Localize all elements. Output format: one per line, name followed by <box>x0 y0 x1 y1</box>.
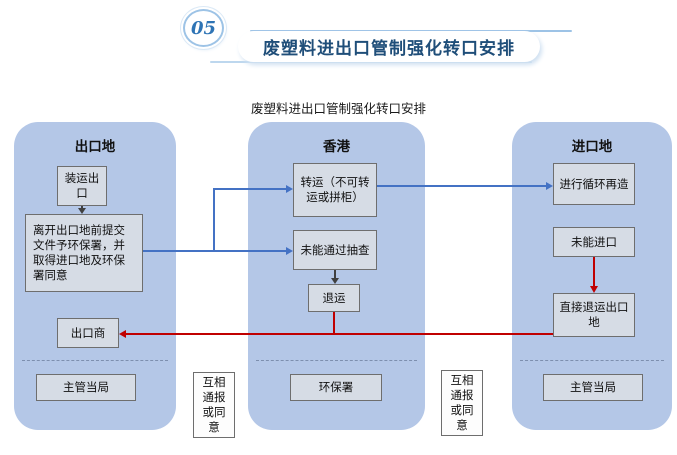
direct-return-box: 直接退运出口地 <box>553 293 635 337</box>
connector-return-vertical-line <box>333 312 335 334</box>
epd-box: 环保署 <box>290 374 382 401</box>
hongkong-panel-divider <box>256 360 417 361</box>
arrow-failcheck-to-return-head <box>331 278 339 284</box>
export-region-title: 出口地 <box>74 139 116 155</box>
arrow-ship-to-submit-head <box>78 208 86 214</box>
arrow-to-failcheck-head <box>286 247 293 255</box>
arrow-failimport-to-directreturn-line <box>593 257 595 287</box>
submit-documents-box: 离开出口地前提交文件予环保署，并取得进口地及环保署同意 <box>25 214 143 292</box>
section-number-badge: 05 <box>183 9 224 47</box>
return-shipment-box: 退运 <box>308 284 360 312</box>
export-panel-divider <box>22 360 168 361</box>
fail-inspection-box: 未能通过抽查 <box>293 230 377 270</box>
arrow-ship-to-submit-line <box>81 206 83 209</box>
arrow-to-transship-head <box>286 185 293 193</box>
section-number: 05 <box>190 17 217 39</box>
connector-branch-to-transship-line <box>214 188 286 190</box>
export-authority-box: 主管当局 <box>36 374 136 401</box>
mutual-notify-left-box: 互相通报或同意 <box>193 372 235 438</box>
hongkong-title: 香港 <box>323 139 350 155</box>
arrow-to-exporter-head <box>119 330 126 338</box>
connector-branch-vertical-line <box>213 188 215 252</box>
section-title: 废塑料进出口管制强化转口安排 <box>263 39 515 59</box>
mutual-notify-right-box: 互相通报或同意 <box>441 370 483 436</box>
arrow-transship-to-recycle-head <box>546 182 553 190</box>
section-title-banner: 废塑料进出口管制强化转口安排 <box>238 31 540 62</box>
fail-import-box: 未能进口 <box>553 227 635 257</box>
exporter-box: 出口商 <box>57 318 119 348</box>
arrow-failcheck-to-return-line <box>334 270 336 279</box>
recycle-box: 进行循环再造 <box>553 163 635 205</box>
arrow-failimport-to-directreturn-head <box>590 286 598 293</box>
arrow-transship-to-recycle-line <box>377 185 546 187</box>
connector-return-to-exporter-line <box>126 333 553 335</box>
title-decoration-line-bottom <box>210 61 532 63</box>
import-panel-divider <box>520 360 664 361</box>
import-region-title: 进口地 <box>571 139 613 155</box>
ship-export-box: 装运出口 <box>57 166 107 206</box>
diagram-subtitle: 废塑料进出口管制强化转口安排 <box>250 101 426 116</box>
import-authority-box: 主管当局 <box>543 374 643 401</box>
transship-box: 转运（不可转运或拼柜） <box>293 163 377 217</box>
